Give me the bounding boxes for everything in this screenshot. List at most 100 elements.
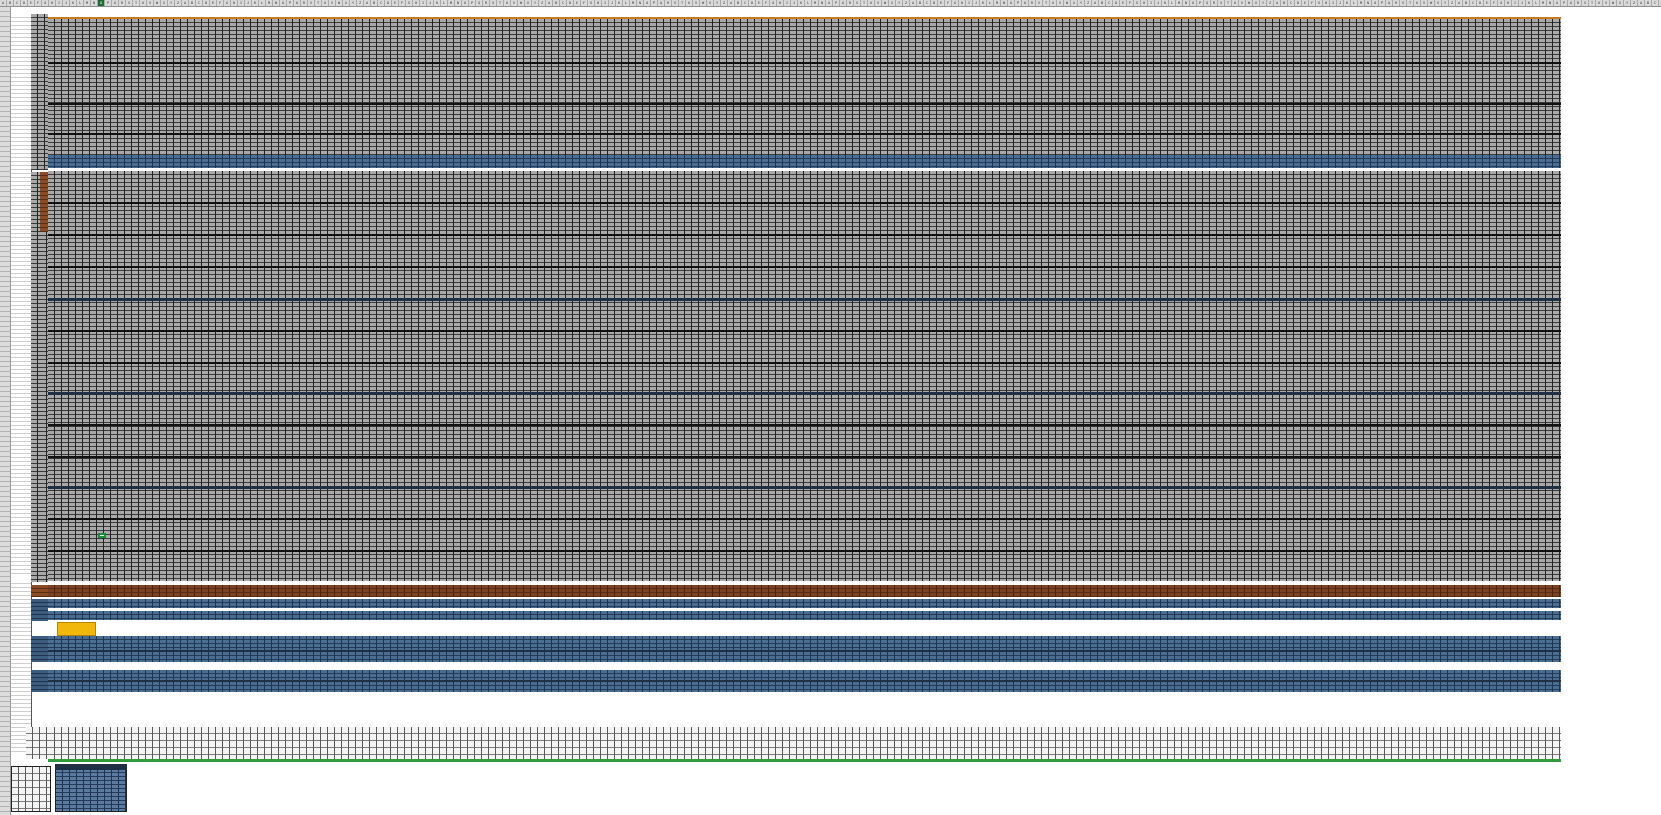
column-header-cell[interactable]: P	[287, 0, 294, 6]
column-header-cell[interactable]: W	[882, 0, 889, 6]
column-header-cell[interactable]: V	[875, 0, 882, 6]
column-header-cell[interactable]: W	[1064, 0, 1071, 6]
column-header-cell[interactable]: R	[665, 0, 672, 6]
column-header-cell[interactable]: O	[462, 0, 469, 6]
column-header-cell[interactable]: V	[1421, 0, 1428, 6]
column-header-cell[interactable]: E	[392, 0, 399, 6]
column-header-cell[interactable]: C	[742, 0, 749, 6]
column-header-cell[interactable]: W	[336, 0, 343, 6]
column-header-cell[interactable]: J	[1155, 0, 1162, 6]
column-header-cell[interactable]: C	[14, 0, 21, 6]
column-header-cell[interactable]: F	[1309, 0, 1316, 6]
column-header-cell[interactable]: G	[952, 0, 959, 6]
selected-cell[interactable]	[98, 533, 106, 538]
column-header-cell[interactable]: H	[413, 0, 420, 6]
column-header-cell[interactable]: Q	[1568, 0, 1575, 6]
column-header-cell[interactable]: K	[980, 0, 987, 6]
column-header-cell[interactable]: Q	[294, 0, 301, 6]
column-header-cell[interactable]: G	[42, 0, 49, 6]
column-header-cell[interactable]: M	[1358, 0, 1365, 6]
column-header-cell[interactable]: S	[672, 0, 679, 6]
column-header-cell[interactable]: L	[1169, 0, 1176, 6]
column-header-cell[interactable]: T	[497, 0, 504, 6]
column-header-cell[interactable]: N	[1365, 0, 1372, 6]
column-header-cell[interactable]: Y	[350, 0, 357, 6]
column-header-cell[interactable]: X	[1617, 0, 1624, 6]
column-header-cell[interactable]: U	[504, 0, 511, 6]
column-header-cell[interactable]: D	[749, 0, 756, 6]
column-header-cell[interactable]: T	[1407, 0, 1414, 6]
column-header-cell[interactable]: L	[441, 0, 448, 6]
column-header-cell[interactable]: Z	[1631, 0, 1638, 6]
column-header-cell[interactable]: Y	[532, 0, 539, 6]
column-header-cell[interactable]: Z	[903, 0, 910, 6]
column-header-cell[interactable]: D	[21, 0, 28, 6]
column-header-cell[interactable]: P	[1561, 0, 1568, 6]
column-header-cell[interactable]: S	[1400, 0, 1407, 6]
column-header-cell[interactable]: A	[182, 0, 189, 6]
column-header-cell[interactable]: C	[1288, 0, 1295, 6]
column-header-cell[interactable]: J	[973, 0, 980, 6]
column-header-cell[interactable]: V	[329, 0, 336, 6]
column-header-cell[interactable]: X	[1253, 0, 1260, 6]
column-header-cell[interactable]: I	[1512, 0, 1519, 6]
column-header-cell[interactable]: O	[1190, 0, 1197, 6]
column-header-cell[interactable]: O	[1372, 0, 1379, 6]
column-header-cell[interactable]: N	[1547, 0, 1554, 6]
column-header-cell[interactable]: J	[1519, 0, 1526, 6]
column-header-cell[interactable]: R	[483, 0, 490, 6]
column-header-cell[interactable]: A	[0, 0, 7, 6]
column-header-cell[interactable]: C	[924, 0, 931, 6]
column-header-cell[interactable]: U	[1050, 0, 1057, 6]
column-header-cell[interactable]: B	[1281, 0, 1288, 6]
column-header-cell[interactable]: B	[371, 0, 378, 6]
column-header-cell[interactable]: S	[308, 0, 315, 6]
column-header-cell[interactable]: A	[1456, 0, 1463, 6]
column-header-cell[interactable]: B	[1645, 0, 1652, 6]
column-header-cell[interactable]: L	[259, 0, 266, 6]
column-header-cell[interactable]: Z	[1085, 0, 1092, 6]
column-header-cell[interactable]: E	[210, 0, 217, 6]
column-header-cell[interactable]: M	[84, 0, 91, 6]
column-header-cell[interactable]: Z	[175, 0, 182, 6]
column-header-cell[interactable]: Y	[1624, 0, 1631, 6]
column-header-cell[interactable]: L	[77, 0, 84, 6]
column-header-cell[interactable]: J	[791, 0, 798, 6]
row-header-bar[interactable]	[0, 7, 11, 815]
column-header-cell[interactable]: G	[406, 0, 413, 6]
column-header-cell[interactable]: A	[1092, 0, 1099, 6]
column-header-cell[interactable]: W	[518, 0, 525, 6]
column-header-cell[interactable]: D	[1295, 0, 1302, 6]
column-header-cell[interactable]: T	[679, 0, 686, 6]
column-header-cell[interactable]: Y	[1078, 0, 1085, 6]
column-header-cell[interactable]: E	[28, 0, 35, 6]
column-header-cell[interactable]: F	[399, 0, 406, 6]
column-header-cell[interactable]: R	[1029, 0, 1036, 6]
column-header-cell[interactable]: R	[847, 0, 854, 6]
column-header-cell[interactable]: B	[1099, 0, 1106, 6]
column-header-cell[interactable]: F	[1491, 0, 1498, 6]
column-header-cell[interactable]: B	[189, 0, 196, 6]
column-header-cell[interactable]: F	[945, 0, 952, 6]
column-header-cell[interactable]: Q	[1204, 0, 1211, 6]
column-header-cell[interactable]: S	[490, 0, 497, 6]
column-header-cell[interactable]: A	[546, 0, 553, 6]
column-header-cell[interactable]: Q	[112, 0, 119, 6]
column-header-cell[interactable]: K	[616, 0, 623, 6]
column-header-cell[interactable]: N	[455, 0, 462, 6]
column-header-cell[interactable]: U	[1232, 0, 1239, 6]
column-header-cell[interactable]: E	[1120, 0, 1127, 6]
column-header-cell[interactable]: X	[1071, 0, 1078, 6]
column-header-cell[interactable]: V	[1239, 0, 1246, 6]
column-header-cell[interactable]: O	[1554, 0, 1561, 6]
column-header-cell[interactable]: G	[1316, 0, 1323, 6]
column-header-cell[interactable]: V	[147, 0, 154, 6]
column-header-cell[interactable]: H	[959, 0, 966, 6]
column-header-cell[interactable]: P	[1015, 0, 1022, 6]
column-header-cell[interactable]: K	[70, 0, 77, 6]
column-header-cell[interactable]: H	[1505, 0, 1512, 6]
column-header-cell[interactable]: D	[203, 0, 210, 6]
column-header-cell[interactable]: N	[91, 0, 98, 6]
column-header-cell[interactable]: M	[266, 0, 273, 6]
column-header-cell[interactable]: N	[819, 0, 826, 6]
